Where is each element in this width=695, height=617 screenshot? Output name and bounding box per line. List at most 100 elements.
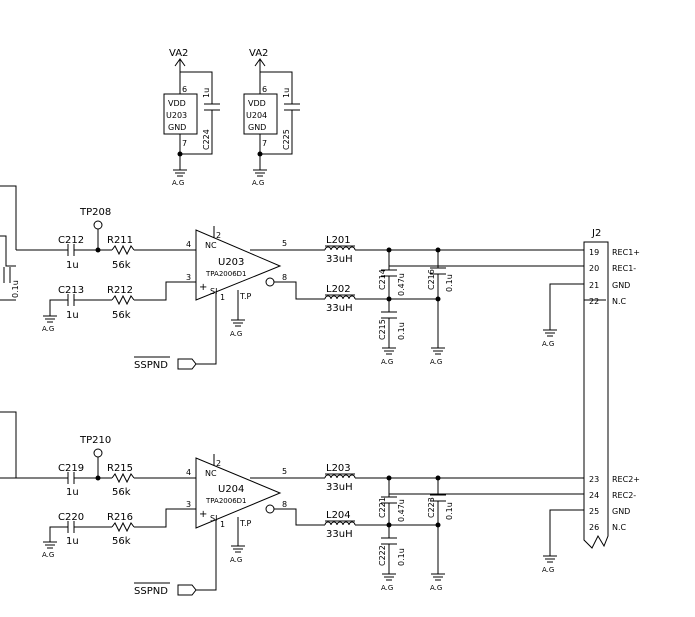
pin-number: 1 bbox=[220, 293, 225, 302]
ic-ref: U204 bbox=[246, 111, 267, 120]
connector-body bbox=[583, 241, 609, 549]
pin-number: 4 bbox=[186, 240, 191, 249]
amp-part-number: TPA2006D1 bbox=[205, 497, 247, 505]
cap-value: 0.1u bbox=[397, 322, 406, 340]
connector-pin-number: 23 bbox=[589, 475, 599, 484]
pin-label: SI bbox=[210, 287, 217, 296]
cap-ref: C214 bbox=[378, 269, 387, 290]
cap-value: 1u bbox=[66, 536, 79, 547]
signal-arrow-icon bbox=[177, 358, 197, 370]
connector-net-label: GND bbox=[612, 507, 630, 516]
resistor-ref: R215 bbox=[107, 463, 133, 474]
connector-pin-number: 25 bbox=[589, 507, 599, 516]
rail-label: VA2 bbox=[249, 48, 268, 59]
connector-net-label: N.C bbox=[612, 523, 627, 532]
amp-ref: U204 bbox=[218, 484, 244, 495]
cap-ref: C223 bbox=[427, 497, 436, 518]
cap-ref: C225 bbox=[282, 129, 291, 150]
pin-number: 2 bbox=[216, 231, 221, 240]
connector-pin-number: 19 bbox=[589, 248, 599, 257]
cap-value: 0.1u bbox=[445, 274, 454, 292]
signal-arrow-icon bbox=[177, 584, 197, 596]
inductor-value: 33uH bbox=[326, 529, 353, 540]
wire bbox=[134, 281, 196, 301]
ground-icon bbox=[431, 573, 445, 581]
capacitor-symbol bbox=[67, 521, 75, 533]
ground-label: A.G bbox=[230, 330, 242, 338]
cap-value: 1u bbox=[282, 88, 291, 98]
cap-value: 0.47u bbox=[397, 499, 406, 522]
junction-dot bbox=[435, 522, 441, 528]
cap-value: 0.1u bbox=[445, 502, 454, 520]
ground-label: A.G bbox=[430, 584, 442, 592]
output-bubble bbox=[265, 277, 275, 287]
junction-dot bbox=[435, 296, 441, 302]
connector-pin-number: 22 bbox=[589, 297, 599, 306]
resistor-value: 56k bbox=[112, 487, 131, 498]
capacitor-symbol bbox=[3, 267, 11, 283]
pin-number: 8 bbox=[282, 273, 287, 282]
connector-pin-number: 21 bbox=[589, 281, 599, 290]
resistor-ref: R211 bbox=[107, 235, 133, 246]
cap-value: 0.47u bbox=[397, 273, 406, 296]
pin-label: SI bbox=[210, 514, 217, 523]
resistor-ref: R216 bbox=[107, 512, 133, 523]
ground-icon bbox=[431, 347, 445, 355]
resistor-value: 56k bbox=[112, 310, 131, 321]
cap-ref: C212 bbox=[58, 235, 84, 246]
signal-label: SSPND bbox=[134, 586, 168, 597]
cap-ref: C222 bbox=[378, 545, 387, 566]
resistor-ref: R212 bbox=[107, 285, 133, 296]
cap-ref: C224 bbox=[202, 129, 211, 150]
power-arrow-icon bbox=[174, 58, 186, 72]
connector-pin-number: 24 bbox=[589, 491, 599, 500]
inductor-symbol bbox=[324, 295, 356, 300]
ground-label: A.G bbox=[252, 179, 264, 187]
wire bbox=[549, 283, 584, 330]
inductor-ref: L201 bbox=[326, 235, 351, 246]
capacitor-stack bbox=[430, 250, 446, 348]
connector-net-label: REC2+ bbox=[612, 475, 640, 484]
amplifier-symbol bbox=[195, 457, 282, 529]
ground-label: A.G bbox=[430, 358, 442, 366]
pin-number: 5 bbox=[282, 467, 287, 476]
pin-label: + bbox=[199, 509, 207, 520]
ground-label: A.G bbox=[381, 584, 393, 592]
cap-ref: C219 bbox=[58, 463, 84, 474]
inductor-symbol bbox=[324, 474, 356, 479]
connector-net-label: REC1+ bbox=[612, 248, 640, 257]
capacitor-stack bbox=[430, 478, 446, 574]
ic-pin-label: VDD bbox=[168, 99, 186, 108]
pin-label: + bbox=[199, 282, 207, 293]
cap-value: 1u bbox=[66, 260, 79, 271]
ic-pin-label: VDD bbox=[248, 99, 266, 108]
ground-icon bbox=[231, 545, 245, 553]
wire bbox=[180, 71, 213, 104]
ground-icon bbox=[543, 555, 557, 563]
pin-label: NC bbox=[205, 469, 217, 478]
pin-number: 6 bbox=[182, 85, 187, 94]
wire bbox=[274, 508, 325, 526]
wire bbox=[0, 411, 17, 479]
connector-net-label: REC1- bbox=[612, 264, 636, 273]
pin-number: 3 bbox=[186, 500, 191, 509]
resistor-symbol bbox=[111, 294, 135, 306]
pin-number: 8 bbox=[282, 500, 287, 509]
pin-number: 3 bbox=[186, 273, 191, 282]
ic-ref: U203 bbox=[166, 111, 187, 120]
pin-number: 7 bbox=[182, 139, 187, 148]
output-bubble bbox=[265, 504, 275, 514]
cap-value: 0.1u bbox=[11, 280, 20, 298]
channel-1: 0.1u C212 1u TP208 R211 56k C213 1u R212… bbox=[0, 185, 606, 371]
inductor-value: 33uH bbox=[326, 303, 353, 314]
cap-value: 0.1u bbox=[397, 548, 406, 566]
amp-part-number: TPA2006D1 bbox=[205, 270, 247, 278]
power-arrow-icon bbox=[254, 58, 266, 72]
pin-label: T.P bbox=[239, 519, 251, 528]
wire bbox=[196, 520, 217, 591]
pin-number: 7 bbox=[262, 139, 267, 148]
test-point-label: TP208 bbox=[79, 207, 111, 218]
ground-icon bbox=[43, 315, 57, 323]
capacitor-symbol bbox=[204, 103, 220, 111]
